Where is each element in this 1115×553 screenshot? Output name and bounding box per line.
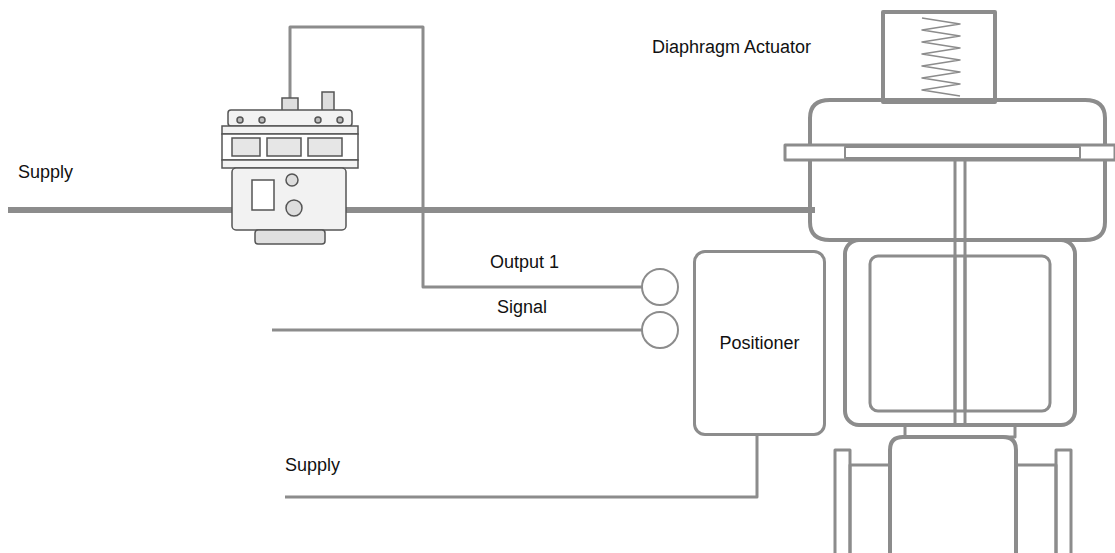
valve-body xyxy=(890,437,1016,553)
pipe-flange xyxy=(1056,450,1071,553)
signal-label: Signal xyxy=(497,298,547,318)
diaphragm-plate xyxy=(845,147,1080,158)
supply-line xyxy=(285,435,757,497)
supply-label: Supply xyxy=(285,456,340,476)
port-circle xyxy=(642,312,678,348)
housing-flange xyxy=(785,145,1115,160)
output-label: Output 1 xyxy=(490,253,559,273)
supply-line xyxy=(8,207,815,213)
volume-booster xyxy=(222,92,358,244)
box-text: Positioner xyxy=(719,333,799,354)
spring-housing xyxy=(883,12,995,102)
signal-line xyxy=(272,329,642,332)
pipe-flange xyxy=(835,450,850,553)
stem-line xyxy=(954,256,957,411)
stem-line xyxy=(964,256,967,411)
port-circle xyxy=(642,269,678,305)
positioner-box: Positioner xyxy=(693,250,826,436)
valve-stem xyxy=(955,160,965,425)
valve-pipe xyxy=(850,465,1056,553)
actuator-label: Diaphragm Actuator xyxy=(652,38,811,58)
yoke-window xyxy=(870,256,1050,411)
yoke xyxy=(845,240,1075,425)
supply-label: Supply xyxy=(18,163,73,183)
spring xyxy=(922,18,960,96)
